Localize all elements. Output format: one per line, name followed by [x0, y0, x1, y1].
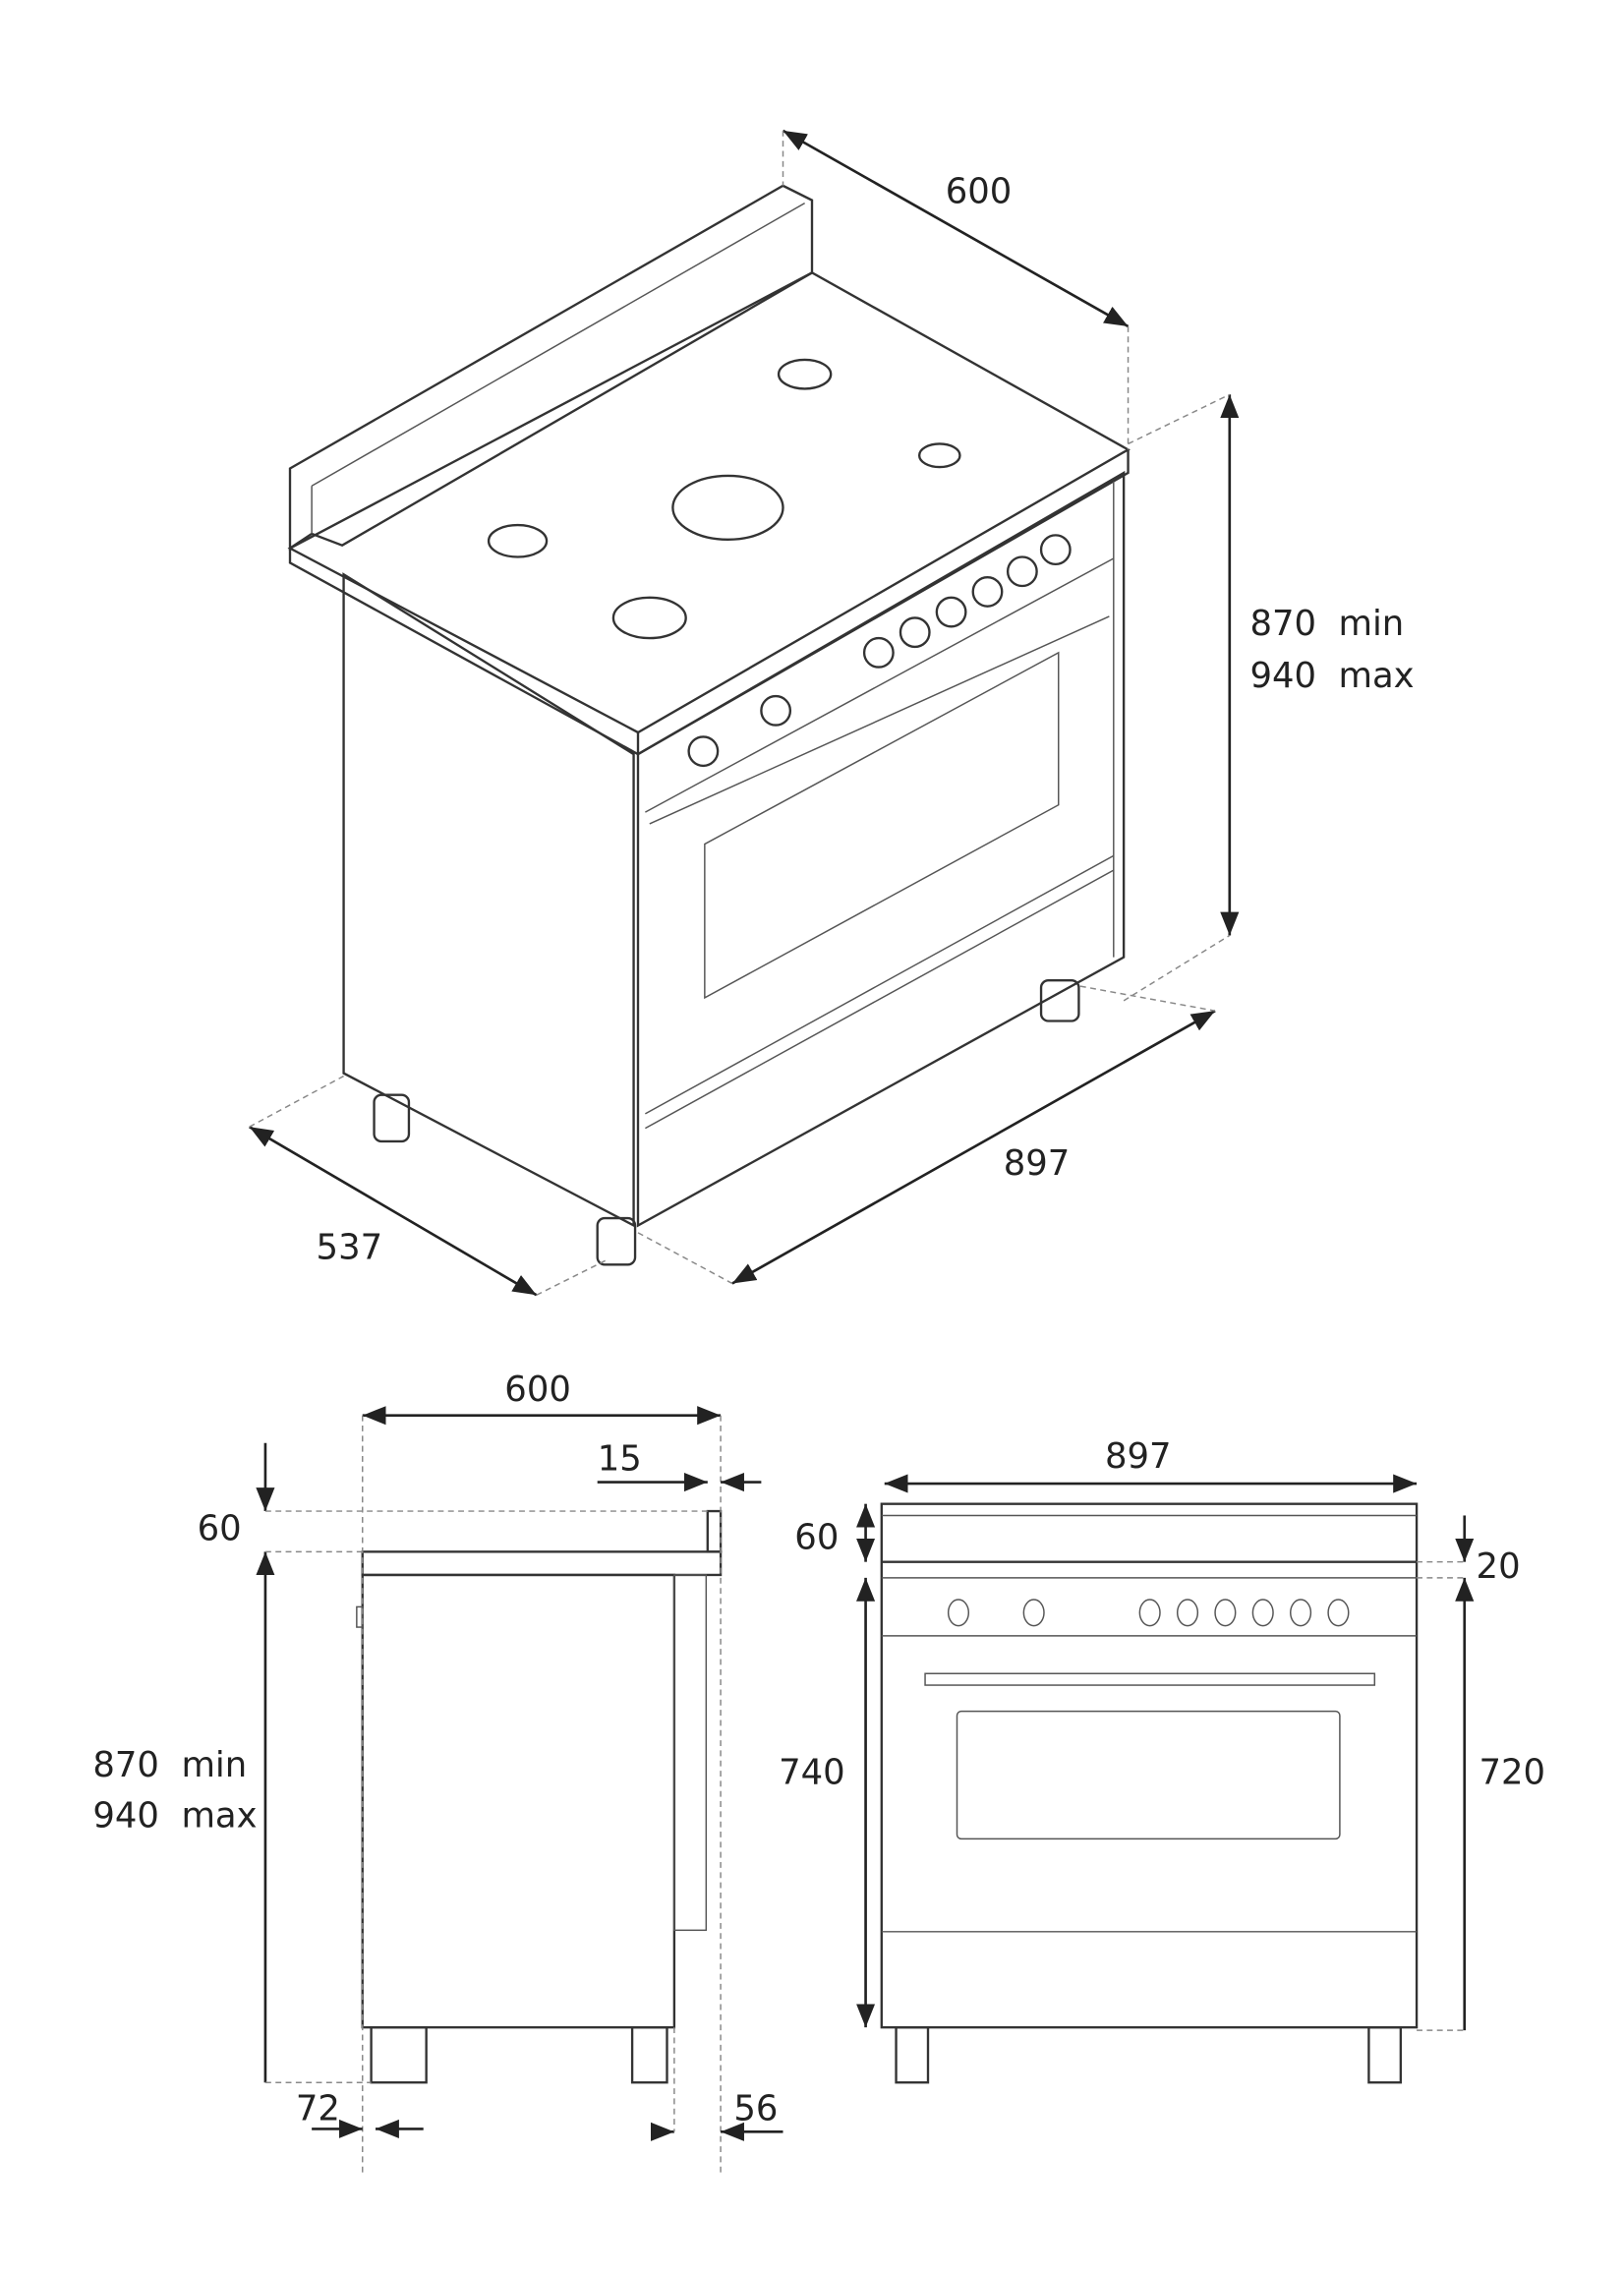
isometric-view: 600 870 min 940 max 897 537 — [249, 129, 1415, 1297]
side-panel — [342, 572, 635, 1228]
iso-depth-top-label: 600 — [946, 172, 1013, 212]
iso-width-label: 897 — [1004, 1143, 1071, 1184]
side-depth-label: 600 — [504, 1370, 571, 1410]
side-height-min-label: 870 min — [92, 1745, 247, 1785]
front-panel — [636, 470, 1126, 1228]
front-backsplash-label: 60 — [794, 1517, 839, 1557]
front-body-height-label: 740 — [779, 1752, 845, 1792]
iso-height-max-label: 940 max — [1249, 656, 1414, 696]
front-top-thickness-label: 20 — [1477, 1546, 1521, 1587]
side-height-max-label: 940 max — [92, 1796, 257, 1837]
front-view: 897 60 740 20 720 — [779, 1436, 1546, 2084]
front-worktop-height-label: 720 — [1479, 1752, 1546, 1792]
oven-window — [704, 651, 1060, 1000]
feet — [373, 979, 1080, 1266]
burner-large — [671, 474, 784, 541]
iso-height-min-label: 870 min — [1249, 604, 1404, 644]
front-width-label: 897 — [1105, 1436, 1172, 1477]
side-front-foot-label: 72 — [296, 2089, 340, 2129]
side-rear-foot-label: 56 — [733, 2089, 778, 2129]
front-knobs — [947, 1599, 1350, 1627]
knobs — [687, 534, 1072, 768]
side-backsplash-height-label: 60 — [198, 1509, 242, 1549]
burner — [487, 523, 549, 558]
burner — [917, 442, 961, 469]
side-backsplash-offset-label: 15 — [598, 1439, 642, 1480]
burner — [777, 358, 833, 390]
iso-body-depth-label: 537 — [317, 1227, 383, 1267]
side-view: 600 15 60 870 min 940 max 72 56 — [92, 1370, 783, 2176]
burner — [611, 596, 687, 640]
backsplash — [288, 184, 814, 551]
